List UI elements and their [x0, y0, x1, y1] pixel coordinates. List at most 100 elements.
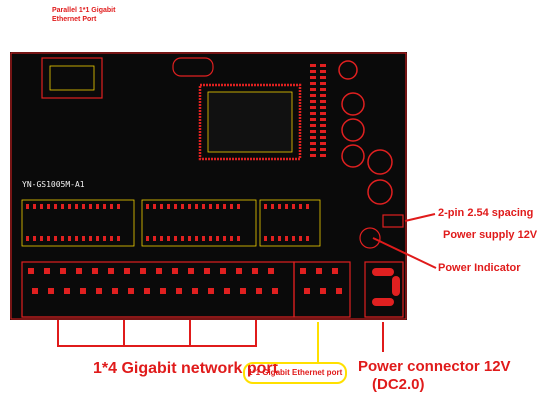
pad [60, 268, 66, 274]
pad [188, 268, 194, 274]
pad-array [26, 64, 342, 294]
pad [48, 288, 54, 294]
pad [33, 236, 36, 241]
pad [76, 268, 82, 274]
pad [82, 236, 85, 241]
network-ports-bracket [57, 320, 257, 347]
pad [92, 268, 98, 274]
pad [310, 130, 316, 133]
pad [306, 204, 309, 209]
pad [278, 236, 281, 241]
pad [28, 268, 34, 274]
pad [103, 236, 106, 241]
pad [320, 112, 326, 115]
pcb-board: YN-GS1005M-A1 [10, 52, 407, 320]
pad [320, 136, 326, 139]
pad [230, 204, 233, 209]
pad [204, 268, 210, 274]
pad [264, 204, 267, 209]
pad [252, 268, 258, 274]
pad [64, 288, 70, 294]
pad [320, 70, 326, 73]
pad [202, 204, 205, 209]
pad [144, 288, 150, 294]
pad [47, 236, 50, 241]
pad [299, 236, 302, 241]
pad [310, 154, 316, 157]
pad [44, 268, 50, 274]
pad [310, 112, 316, 115]
pad [310, 70, 316, 73]
pad [320, 130, 326, 133]
ethernet-port-footprint [293, 261, 351, 318]
pad [332, 268, 338, 274]
pad [160, 288, 166, 294]
pad [310, 106, 316, 109]
pad [320, 124, 326, 127]
pad [299, 204, 302, 209]
pad [320, 64, 326, 67]
pad [271, 236, 274, 241]
pad [209, 204, 212, 209]
pad [237, 204, 240, 209]
pad [26, 204, 29, 209]
pad [271, 204, 274, 209]
parallel-port-footprint [41, 57, 103, 99]
pad [146, 236, 149, 241]
pad [304, 288, 310, 294]
spacing-callout: 2-pin 2.54 spacing [438, 207, 534, 219]
pad [188, 236, 191, 241]
pad [167, 204, 170, 209]
pad [316, 268, 322, 274]
pad [320, 118, 326, 121]
pad [112, 288, 118, 294]
pad [320, 154, 326, 157]
pad [230, 236, 233, 241]
pad [110, 204, 113, 209]
pad [320, 288, 326, 294]
pad [89, 236, 92, 241]
pad [75, 236, 78, 241]
pad [26, 236, 29, 241]
pcb-layout: YN-GS1005M-A1 [10, 52, 407, 320]
pad [54, 204, 57, 209]
pad [146, 204, 149, 209]
pad [216, 204, 219, 209]
pad [310, 136, 316, 139]
pad [310, 94, 316, 97]
pad [140, 268, 146, 274]
pad [208, 288, 214, 294]
pad [285, 204, 288, 209]
pad [167, 236, 170, 241]
pad [310, 76, 316, 79]
indicator-pointer [372, 237, 437, 269]
pad [240, 288, 246, 294]
dc-callout: (DC2.0) [372, 376, 425, 393]
pad [336, 288, 342, 294]
pad [153, 204, 156, 209]
pad [96, 288, 102, 294]
board-model-text: YN-GS1005M-A1 [22, 180, 85, 189]
pad [75, 204, 78, 209]
pad [220, 268, 226, 274]
pad [320, 106, 326, 109]
pad [160, 236, 163, 241]
pad [202, 236, 205, 241]
pad [223, 236, 226, 241]
pad [223, 204, 226, 209]
pad [103, 204, 106, 209]
pad [310, 82, 316, 85]
pad [310, 64, 316, 67]
pad [181, 236, 184, 241]
pad [320, 100, 326, 103]
pad [268, 268, 274, 274]
pad [320, 94, 326, 97]
power-indicator-callout: Power Indicator [438, 262, 521, 274]
pad [195, 236, 198, 241]
pad [108, 268, 114, 274]
power-connector-callout: Power connector 12V [358, 358, 511, 375]
pad [320, 76, 326, 79]
power-supply-callout: Power supply 12V [443, 229, 538, 241]
pad [61, 204, 64, 209]
